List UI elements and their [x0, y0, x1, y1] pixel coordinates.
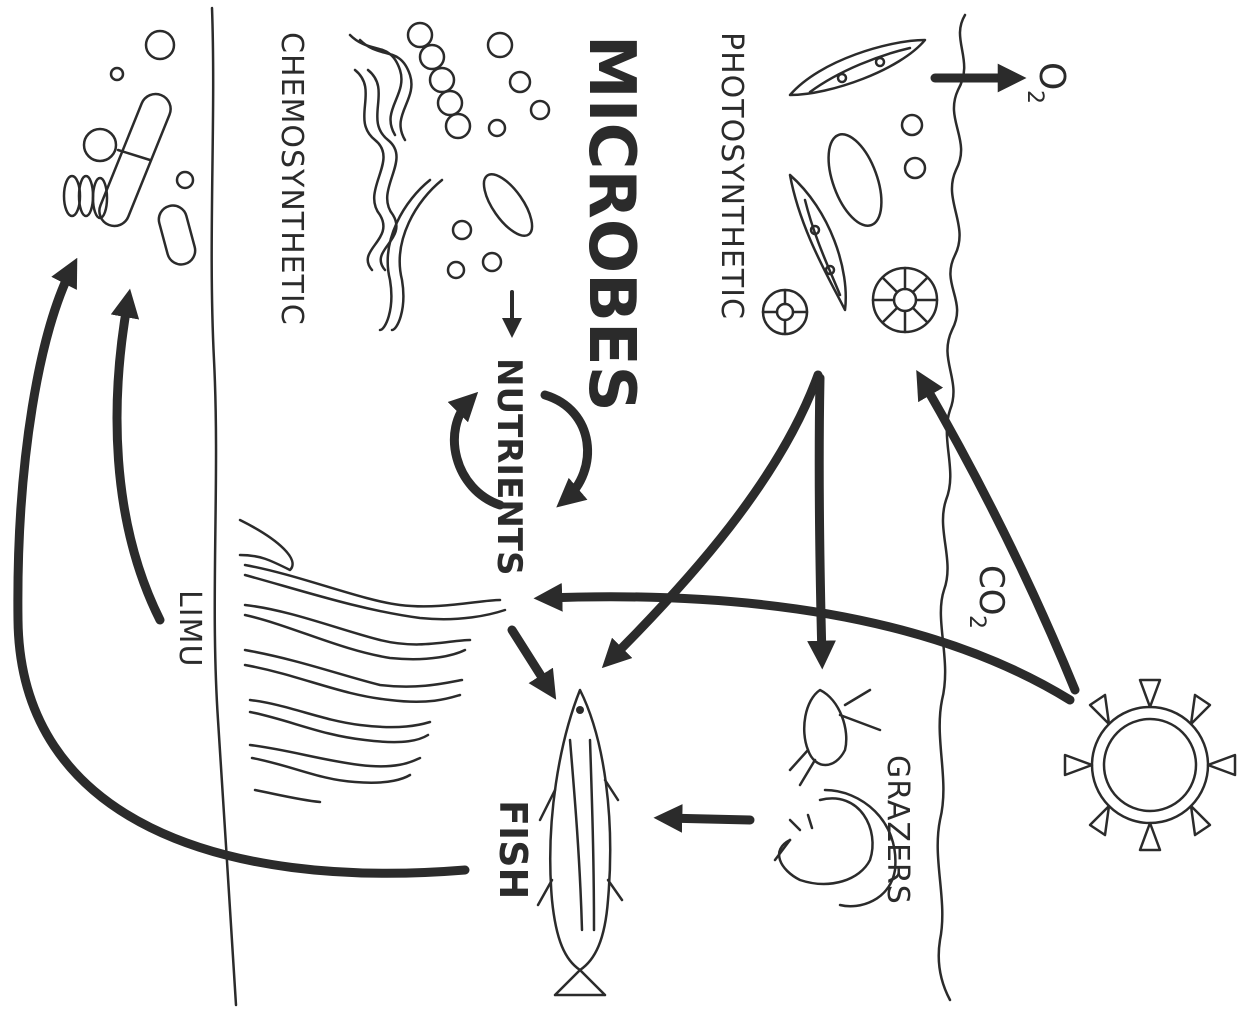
limu-to-chemo-arrow	[117, 300, 160, 620]
grazers-label: GRAZERS	[880, 755, 915, 905]
o2-label-sub: 2	[1022, 90, 1047, 104]
water-surface-line	[938, 15, 965, 1000]
fish-to-chemo-arrow	[18, 268, 465, 873]
chemosynthetic-label: CHEMOSYNTHETIC	[274, 32, 309, 326]
fish-icon	[538, 690, 622, 995]
fish-label: FISH	[491, 800, 535, 899]
co2-label-main: CO	[971, 565, 1011, 616]
nutrients-label: NUTRIENTS	[489, 358, 529, 575]
sun-icon	[1065, 680, 1235, 850]
photo-to-fish-arrow	[610, 375, 818, 660]
photosynthetic-label: PHOTOSYNTHETIC	[714, 32, 749, 320]
o2-label-main: O	[1031, 62, 1072, 90]
grazers-icon	[775, 690, 895, 906]
limu-seaweed-icon	[240, 520, 505, 802]
o2-label: O 2	[1022, 62, 1072, 104]
grazers-to-fish-arrow	[665, 818, 750, 820]
limu-label: LIMU	[172, 590, 207, 667]
co2-label: CO 2	[964, 565, 1011, 629]
microbes-label: MICROBES	[574, 35, 648, 412]
photosynthetic-microbes-icon	[763, 40, 937, 334]
co2-label-sub: 2	[964, 615, 989, 629]
limu-to-fish-arrow	[512, 630, 550, 690]
